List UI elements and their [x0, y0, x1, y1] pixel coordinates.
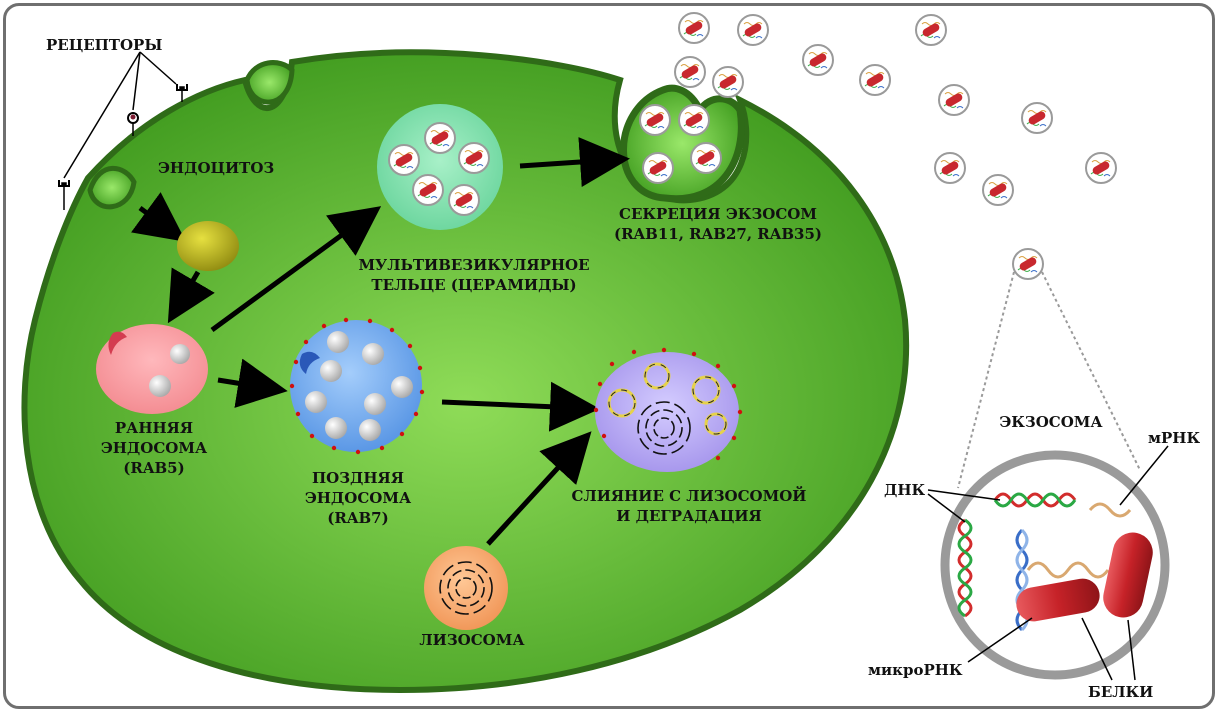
- receptor-icon: [176, 84, 188, 102]
- zoom-lines: [957, 271, 1141, 489]
- multivesicular-body: [377, 104, 503, 230]
- label-mvb: МУЛЬТИВЕЗИКУЛЯРНОЕ ТЕЛЬЦЕ (ЦЕРАМИДЫ): [346, 255, 602, 295]
- late-endosome: [289, 317, 425, 455]
- early-endosome: [96, 324, 208, 414]
- label-early-line1: РАННЯЯ: [114, 419, 194, 437]
- endocytic-vesicle: [177, 221, 239, 271]
- label-receptors: РЕЦЕПТОРЫ: [46, 36, 163, 54]
- arrow-to-mvb: [210, 206, 382, 333]
- arrows: [131, 137, 630, 546]
- label-late-line3: (RAB7): [327, 509, 389, 527]
- label-dna: ДНК: [884, 481, 926, 499]
- label-fusion: СЛИЯНИЕ С ЛИЗОСОМОЙ И ДЕГРАДАЦИЯ: [554, 486, 824, 526]
- label-mirna: микроРНК: [868, 661, 963, 679]
- label-secretion-line1: СЕКРЕЦИЯ ЭКЗОСОМ: [619, 205, 817, 223]
- endocytic-pit-top: [244, 60, 295, 105]
- label-early-line3: (RAB5): [123, 459, 185, 477]
- callout-lines: [927, 445, 1169, 681]
- arrow-to-secretion: [519, 137, 630, 187]
- arrow-lysosome-to-fusion: [486, 431, 592, 546]
- arrow-endocytosis: [131, 192, 187, 242]
- label-mvb-line2: ТЕЛЬЦЕ (ЦЕРАМИДЫ): [371, 276, 577, 294]
- receptor-icon: [127, 112, 139, 136]
- label-exosome: ЭКЗОСОМА: [999, 413, 1103, 431]
- arrow-to-fusion: [441, 381, 600, 432]
- secretion-pocket: [620, 84, 745, 203]
- lysosome-fusion: [593, 347, 743, 472]
- label-fusion-line1: СЛИЯНИЕ С ЛИЗОСОМОЙ: [571, 487, 807, 505]
- label-early-endosome: РАННЯЯ ЭНДОСОМА (RAB5): [96, 418, 212, 478]
- lysosome: [424, 546, 508, 630]
- label-mrna: мРНК: [1148, 429, 1201, 447]
- label-fusion-line2: И ДЕГРАДАЦИЯ: [616, 507, 762, 525]
- receptors: [58, 51, 188, 210]
- label-proteins: БЕЛКИ: [1088, 683, 1154, 701]
- label-secretion-line2: (RAB11, RAB27, RAB35): [613, 225, 823, 243]
- exosome-detail: [940, 450, 1170, 680]
- receptor-icon: [58, 180, 70, 210]
- label-mvb-line1: МУЛЬТИВЕЗИКУЛЯРНОЕ: [358, 256, 590, 274]
- arrow-to-early: [167, 267, 215, 324]
- label-early-line2: ЭНДОСОМА: [100, 439, 208, 457]
- endocytic-pit: [87, 165, 137, 210]
- arrow-to-late: [217, 358, 288, 408]
- label-late-line2: ЭНДОСОМА: [304, 489, 412, 507]
- label-late-endosome: ПОЗДНЯЯ ЭНДОСОМА (RAB7): [300, 468, 416, 528]
- protein-icon: [1016, 578, 1100, 622]
- protein-icon: [1103, 532, 1153, 618]
- cell-membrane: [21, 49, 910, 694]
- label-late-line1: ПОЗДНЯЯ: [311, 469, 404, 487]
- label-secretion: СЕКРЕЦИЯ ЭКЗОСОМ (RAB11, RAB27, RAB35): [608, 204, 828, 244]
- label-endocytosis: ЭНДОЦИТОЗ: [158, 159, 275, 177]
- label-lysosome: ЛИЗОСОМА: [419, 631, 525, 649]
